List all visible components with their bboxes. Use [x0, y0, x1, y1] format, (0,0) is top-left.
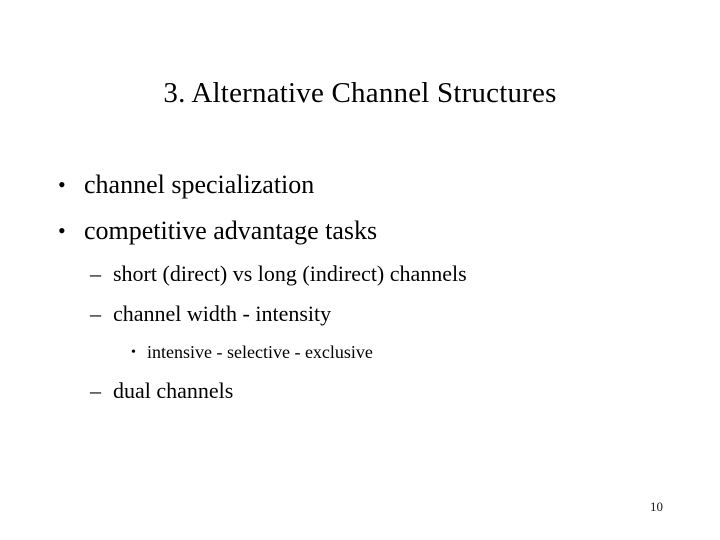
list-item: –short (direct) vs long (indirect) chann… [0, 254, 720, 294]
bullet-dot-icon: • [58, 218, 66, 243]
list-item: • intensive - selective - exclusive [0, 334, 720, 371]
bullet-dot-icon: • [58, 172, 66, 197]
page-title: 3. Alternative Channel Structures [163, 77, 557, 109]
bullet-dash-icon: – [90, 261, 101, 286]
list-item-label: channel width - intensity [113, 301, 332, 326]
bullet-dot-icon: • [131, 345, 136, 360]
slide-body-list: • channel specialization • competitive adv… [0, 162, 720, 411]
bullet-dash-icon: – [90, 378, 101, 403]
list-item-label: competitive advantage tasks [84, 216, 378, 245]
list-item: • competitive advantage tasks [0, 208, 720, 254]
bullet-dash-icon: – [90, 301, 101, 326]
list-item-label: intensive - selective - exclusive [147, 342, 373, 362]
slide-number: 10 [650, 499, 663, 514]
list-item-label: channel specialization [84, 170, 315, 199]
list-item-label: dual channels [113, 378, 234, 403]
list-item: –dual channels [0, 371, 720, 411]
list-item: –channel width - intensity [0, 294, 720, 334]
list-item-label: short (direct) vs long (indirect) channe… [113, 261, 467, 286]
list-item: • channel specialization [0, 162, 720, 208]
